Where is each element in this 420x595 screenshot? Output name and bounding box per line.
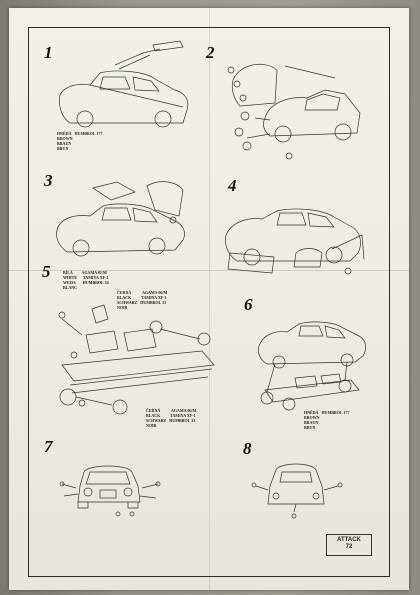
step-2-number: 2 (206, 43, 215, 62)
step-4-body-diagram (225, 208, 365, 275)
paint-note-black: ČERNÁ AGAMA 06/M BLACK TAMIYA XF-1 SCHWA… (117, 290, 168, 310)
step-8-rear-view-diagram (251, 463, 343, 519)
step-5-number: 5 (42, 262, 51, 281)
logo-line: 72 (345, 544, 353, 550)
step-1-car-body-diagram (59, 40, 189, 128)
fold-crease (209, 8, 210, 590)
paint-note-black: ČERNÁ AGAMA 06/M BLACK TAMIYA XF-1 SCHWA… (146, 408, 197, 428)
step-6-number: 6 (244, 295, 253, 314)
step-2-body-parts-diagram (227, 63, 361, 160)
logo-line: ATTACK (337, 537, 361, 543)
instruction-sheet (9, 8, 409, 590)
instruction-frame (28, 27, 390, 577)
step-4-number: 4 (228, 176, 237, 195)
fold-crease (9, 270, 409, 271)
step-1-number: 1 (44, 43, 53, 62)
paint-note-brown: HNĚDÁ HUMBROL 177 BROWN BRAUN BRUN (57, 131, 103, 151)
step-8-number: 8 (243, 439, 252, 458)
step-5-chassis-diagram (58, 304, 215, 415)
step-7-number: 7 (44, 437, 53, 456)
step-3-doors-diagram (56, 181, 185, 257)
step-3-number: 3 (44, 171, 53, 190)
attack-brand-logo: ATTACK 72 (326, 534, 372, 556)
paint-note-white: BÍLÁ AGAMA 01/M WHITE TAMIYA XF-2 WEISS … (63, 270, 109, 290)
step-6-assembly-diagram (258, 321, 366, 411)
step-7-front-view-diagram (59, 465, 161, 517)
paint-note-brown: HNĚDÁ HUMBROL 177 BROWN BRAUN BRUN (304, 410, 350, 430)
